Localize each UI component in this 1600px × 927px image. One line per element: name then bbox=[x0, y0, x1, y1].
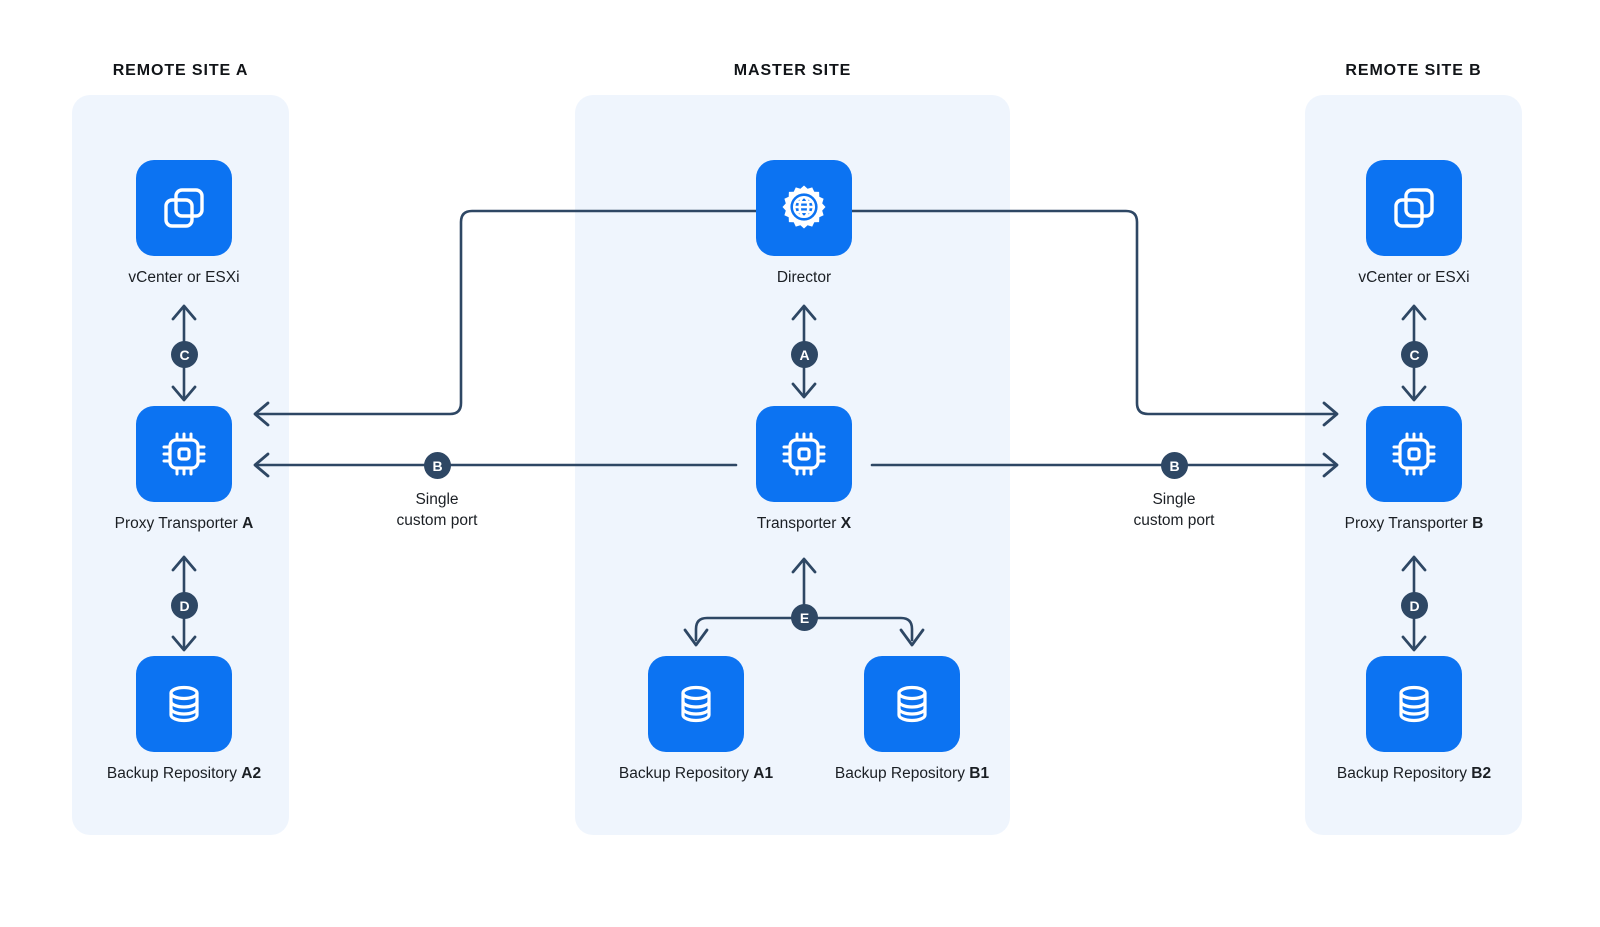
badge-e: E bbox=[791, 604, 818, 631]
caption-single-custom-port-right: Single custom port bbox=[1133, 491, 1215, 529]
node-label-proxy-transporter-a: Proxy Transporter A bbox=[114, 515, 254, 532]
vcenter-icon bbox=[1366, 160, 1462, 256]
badge-d-left: D bbox=[171, 592, 198, 619]
node-backup-repository-a1[interactable]: Backup Repository A1 bbox=[600, 656, 792, 784]
node-vcenter-b[interactable]: vCenter or ESXi bbox=[1318, 160, 1510, 288]
database-icon bbox=[136, 656, 232, 752]
badge-b-left: B bbox=[424, 452, 451, 479]
badge-b-right: B bbox=[1161, 452, 1188, 479]
node-proxy-transporter-a[interactable]: Proxy Transporter A bbox=[88, 406, 280, 534]
node-label-transporter-x: Transporter X bbox=[756, 515, 852, 532]
gear-globe-icon bbox=[756, 160, 852, 256]
badge-c-right: C bbox=[1401, 341, 1428, 368]
site-title-remote-b: REMOTE SITE B bbox=[1345, 62, 1482, 79]
node-label-vcenter-a: vCenter or ESXi bbox=[128, 269, 240, 286]
node-proxy-transporter-b[interactable]: Proxy Transporter B bbox=[1318, 406, 1510, 534]
node-label-vcenter-b: vCenter or ESXi bbox=[1358, 269, 1470, 286]
node-label-backup-repository-a1: Backup Repository A1 bbox=[618, 765, 774, 782]
node-vcenter-a[interactable]: vCenter or ESXi bbox=[88, 160, 280, 288]
node-label-proxy-transporter-b: Proxy Transporter B bbox=[1344, 515, 1484, 532]
database-icon bbox=[648, 656, 744, 752]
node-backup-repository-b2[interactable]: Backup Repository B2 bbox=[1318, 656, 1510, 784]
transporter-chip-icon bbox=[1366, 406, 1462, 502]
badge-a: A bbox=[791, 341, 818, 368]
node-backup-repository-a2[interactable]: Backup Repository A2 bbox=[88, 656, 280, 784]
node-director[interactable]: Director bbox=[708, 160, 900, 288]
vcenter-icon bbox=[136, 160, 232, 256]
caption-single-custom-port-left: Single custom port bbox=[396, 491, 478, 529]
site-title-master: MASTER SITE bbox=[733, 62, 852, 79]
database-icon bbox=[1366, 656, 1462, 752]
node-label-backup-repository-b1: Backup Repository B1 bbox=[834, 765, 990, 782]
badge-c-left: C bbox=[171, 341, 198, 368]
transporter-chip-icon bbox=[136, 406, 232, 502]
node-label-backup-repository-a2: Backup Repository A2 bbox=[106, 765, 262, 782]
node-backup-repository-b1[interactable]: Backup Repository B1 bbox=[816, 656, 1008, 784]
site-title-remote-a: REMOTE SITE A bbox=[112, 62, 249, 79]
database-icon bbox=[864, 656, 960, 752]
node-transporter-x[interactable]: Transporter X bbox=[708, 406, 900, 534]
node-label-director: Director bbox=[776, 269, 832, 286]
transporter-chip-icon bbox=[756, 406, 852, 502]
badge-d-right: D bbox=[1401, 592, 1428, 619]
node-label-backup-repository-b2: Backup Repository B2 bbox=[1336, 765, 1492, 782]
